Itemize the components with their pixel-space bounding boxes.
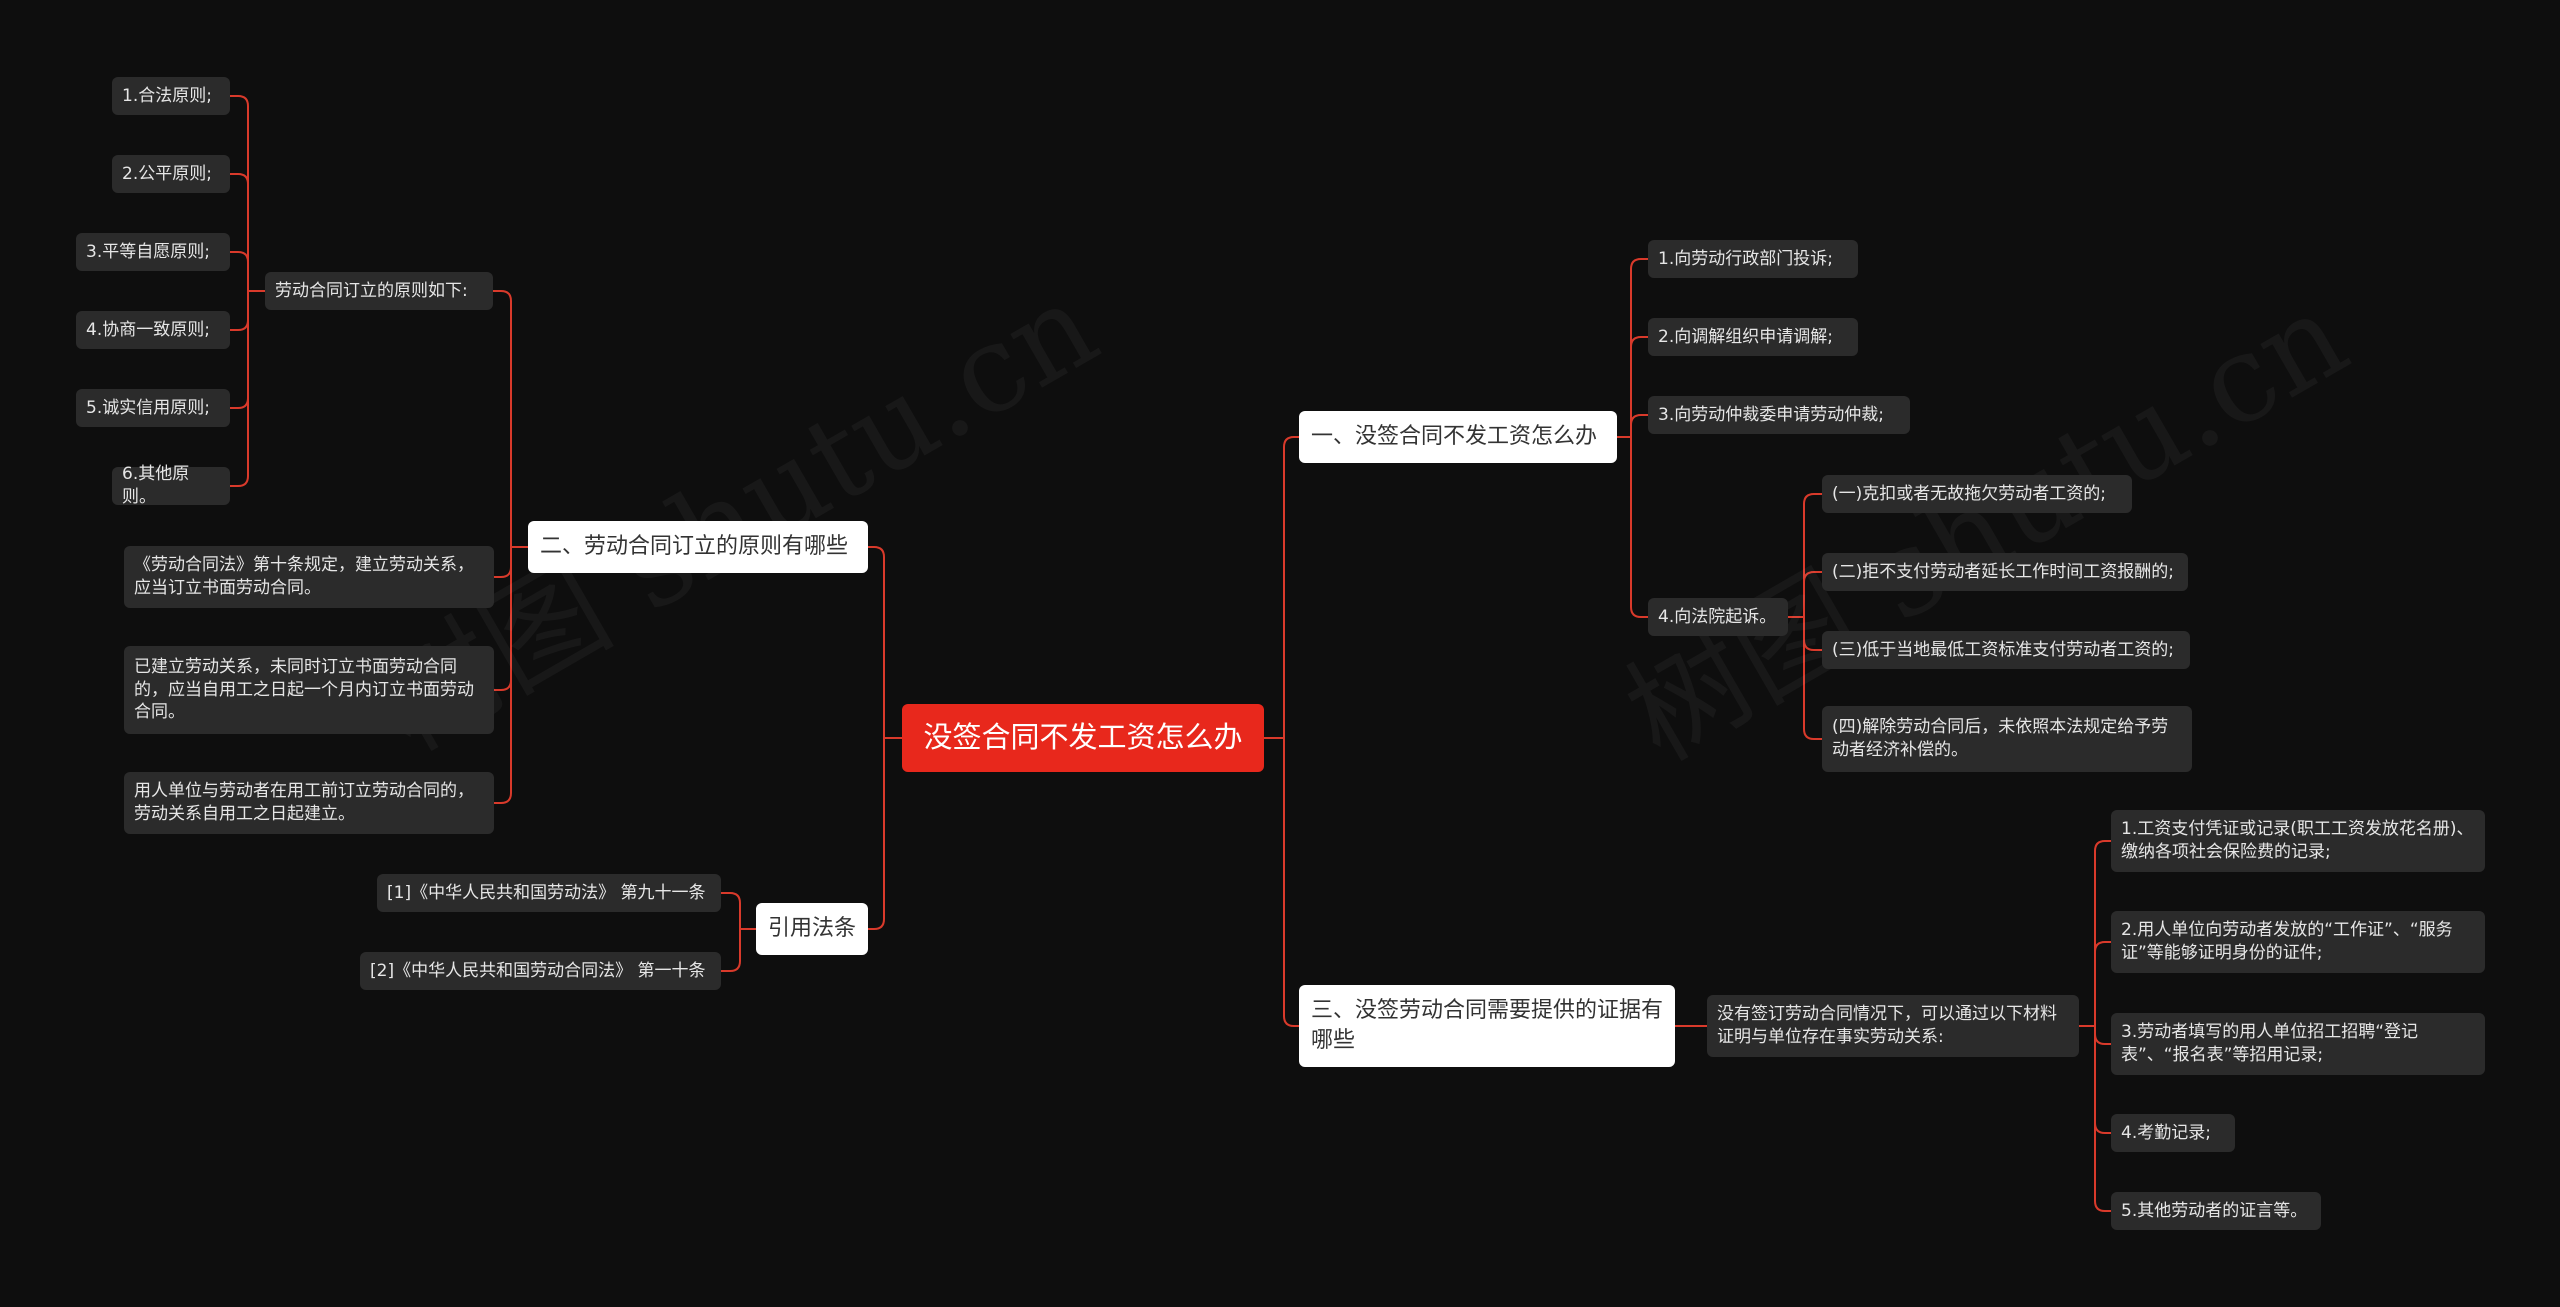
connector-line [1617,336,1648,438]
lawsuit-case-item[interactable]: (三)低于当地最低工资标准支付劳动者工资的; [1822,631,2190,669]
connector-line [721,928,756,972]
connector-line [1788,493,1822,618]
principle-item[interactable]: 4.协商一致原则; [76,311,230,349]
lawsuit-case-item[interactable]: (二)拒不支付劳动者延长工作时间工资报酬的; [1822,553,2188,591]
cited-law-item[interactable]: [2]《中华人民共和国劳动合同法》 第一十条 [360,952,721,990]
contract-law-note[interactable]: 《劳动合同法》第十条规定，建立劳动关系，应当订立书面劳动合同。 [124,546,494,608]
connector-line [1617,436,1648,618]
branch-evidence-needed[interactable]: 三、没签劳动合同需要提供的证据有哪些 [1299,985,1675,1067]
connector-line [2079,941,2111,1027]
contract-law-note[interactable]: 用人单位与劳动者在用工前订立劳动合同的，劳动关系自用工之日起建立。 [124,772,494,834]
connector-line [1617,258,1648,438]
connector-line [1264,737,1299,1027]
evidence-item[interactable]: 4.考勤记录; [2111,1114,2235,1152]
connector-line [1788,571,1822,618]
connector-line [230,290,265,487]
connector-line [868,546,902,739]
connector-line [1788,616,1822,740]
principle-item[interactable]: 5.诚实信用原则; [76,389,230,427]
principle-item[interactable]: 3.平等自愿原则; [76,233,230,271]
connector-line [230,251,265,292]
branch-cited-laws[interactable]: 引用法条 [756,903,868,955]
connector-line [2079,840,2111,1027]
evidence-item[interactable]: 2.用人单位向劳动者发放的“工作证”、“服务证”等能够证明身份的证件; [2111,911,2485,973]
lawsuit-case-item[interactable]: (一)克扣或者无故拖欠劳动者工资的; [1822,475,2132,513]
cited-law-item[interactable]: [1]《中华人民共和国劳动法》 第九十一条 [377,874,721,912]
remedy-item[interactable]: 2.向调解组织申请调解; [1648,318,1858,356]
lawsuit-case-item[interactable]: (四)解除劳动合同后，未依照本法规定给予劳动者经济补偿的。 [1822,706,2192,772]
connector-line [494,546,528,804]
branch-contract-principles[interactable]: 二、劳动合同订立的原则有哪些 [528,521,868,573]
principle-item[interactable]: 6.其他原则。 [112,464,230,507]
connector-line [721,892,756,930]
connector-line [493,290,528,548]
connector-line [2079,1025,2111,1212]
connector-line [230,95,265,292]
connector-line [1617,414,1648,438]
connector-line [230,173,265,292]
principle-item[interactable]: 2.公平原则; [112,155,230,193]
remedy-item[interactable]: 1.向劳动行政部门投诉; [1648,240,1858,278]
remedy-item[interactable]: 3.向劳动仲裁委申请劳动仲裁; [1648,396,1910,434]
root-topic[interactable]: 没签合同不发工资怎么办 [902,704,1264,772]
connector-line [868,737,902,930]
evidence-item[interactable]: 3.劳动者填写的用人单位招工招聘“登记表”、“报名表”等招用记录; [2111,1013,2485,1075]
evidence-intro[interactable]: 没有签订劳动合同情况下，可以通过以下材料证明与单位存在事实劳动关系: [1707,995,2079,1057]
evidence-item[interactable]: 5.其他劳动者的证言等。 [2111,1192,2321,1230]
contract-law-note[interactable]: 已建立劳动关系，未同时订立书面劳动合同的，应当自用工之日起一个月内订立书面劳动合… [124,646,494,734]
branch-no-contract-no-wage[interactable]: 一、没签合同不发工资怎么办 [1299,411,1617,463]
principles-heading[interactable]: 劳动合同订立的原则如下: [265,272,493,310]
principle-item[interactable]: 1.合法原则; [112,77,230,115]
remedy-item[interactable]: 4.向法院起诉。 [1648,598,1788,636]
evidence-item[interactable]: 1.工资支付凭证或记录(职工工资发放花名册)、缴纳各项社会保险费的记录; [2111,810,2485,872]
connector-line [1264,436,1299,739]
